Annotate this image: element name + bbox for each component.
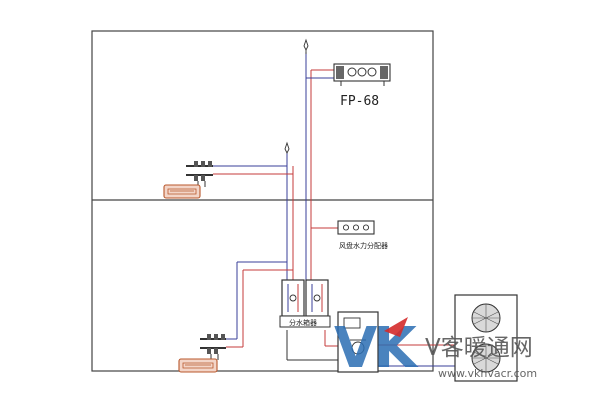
brand-name: V客暖通网	[425, 335, 533, 361]
boiler-unit	[337, 311, 379, 373]
lower-floor-heating-coil	[178, 358, 218, 373]
water-separator-header	[279, 279, 331, 328]
upper-floor-manifold	[186, 161, 213, 187]
lower-floor-piping	[226, 261, 455, 367]
fan-coil-label: FP-68	[340, 94, 379, 109]
outdoor-heat-pump	[454, 294, 518, 382]
vk-logo-mark: VK	[334, 316, 423, 381]
fan-coil-unit	[333, 63, 391, 86]
vk-logo-letters: VK	[334, 316, 419, 381]
manifold-label: 分水箱器	[289, 318, 317, 327]
hydraulic-distributor-panel	[337, 220, 375, 235]
panel-label: 风盘水力分配器	[339, 241, 388, 250]
building-outline	[91, 30, 434, 372]
brand-url: www.vkhvacr.com	[438, 367, 537, 380]
upper-floor-heating-coil	[163, 184, 201, 199]
lower-floor-manifold	[200, 334, 226, 360]
upper-floor-piping	[213, 38, 338, 290]
